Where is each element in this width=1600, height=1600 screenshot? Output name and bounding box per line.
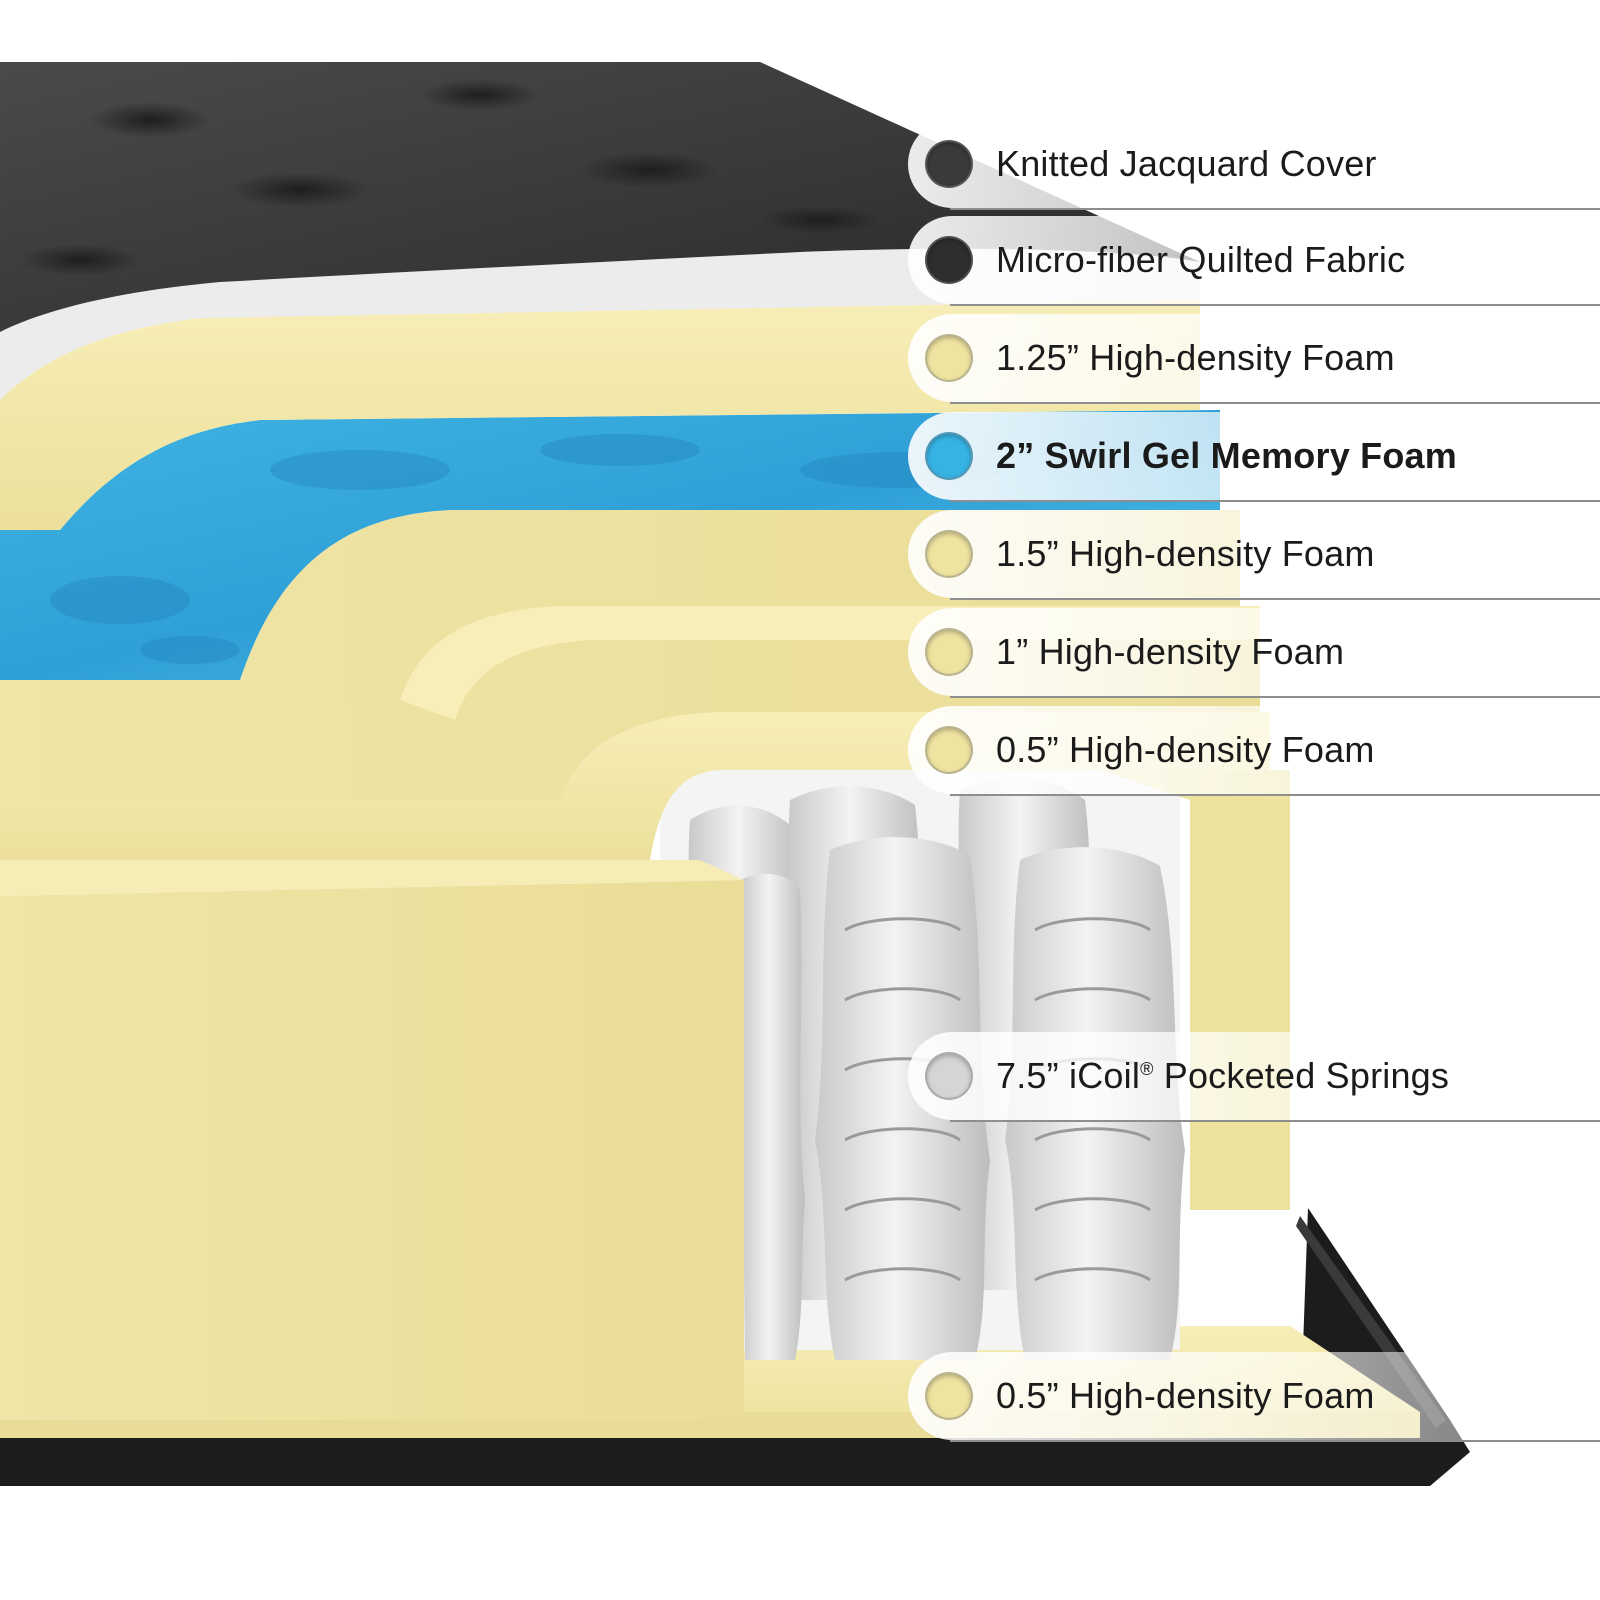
- swatch-yellow-icon: [925, 726, 973, 774]
- callout-divider: [950, 500, 1600, 502]
- callout-backdrop: [908, 216, 1600, 304]
- quilted-fabric-layer: [0, 245, 1200, 400]
- callout-backdrop: [908, 1352, 1600, 1440]
- callout-divider: [950, 208, 1600, 210]
- callout-label: 0.5” High-density Foam: [996, 1375, 1375, 1416]
- callout-foam05a: 0.5” High-density Foam: [0, 702, 1600, 802]
- callout-label: Knitted Jacquard Cover: [996, 143, 1377, 184]
- swatch-blue-icon: [925, 432, 973, 480]
- callout-label: Micro-fiber Quilted Fabric: [996, 239, 1406, 280]
- callout-backdrop: [908, 608, 1600, 696]
- callout-foam05b: 0.5” High-density Foam: [0, 1348, 1600, 1448]
- callout-label-main: 7.5” iCoil: [996, 1055, 1141, 1096]
- cover-quilt-dimples: [20, 79, 880, 276]
- swatch-charcoal-icon: [925, 236, 973, 284]
- callout-divider: [950, 1440, 1600, 1442]
- pocketed-springs: [688, 778, 1185, 1360]
- callout-divider: [950, 794, 1600, 796]
- callout-label: 1” High-density Foam: [996, 631, 1345, 672]
- callout-backdrop: [908, 510, 1600, 598]
- spring-front-1: [740, 874, 805, 1360]
- swatch-yellow-icon: [925, 628, 973, 676]
- callout-divider: [950, 1120, 1600, 1122]
- swatch-yellow-icon: [925, 334, 973, 382]
- callout-label-rest: Pocketed Springs: [1153, 1055, 1450, 1096]
- callout-fabric: Micro-fiber Quilted Fabric: [0, 212, 1600, 312]
- callout-divider: [950, 696, 1600, 698]
- callout-label: 2” Swirl Gel Memory Foam: [996, 435, 1457, 476]
- callout-label: 0.5” High-density Foam: [996, 729, 1375, 770]
- callout-foam125: 1.25” High-density Foam: [0, 310, 1600, 410]
- callout-label: 7.5” iCoil® Pocketed Springs: [996, 1056, 1449, 1096]
- foam-side-block: [0, 880, 744, 1420]
- callout-foam1: 1” High-density Foam: [0, 604, 1600, 704]
- callout-backdrop: [908, 1032, 1600, 1120]
- swatch-yellow-icon: [925, 530, 973, 578]
- callout-gel: 2” Swirl Gel Memory Foam: [0, 408, 1600, 508]
- callout-divider: [950, 598, 1600, 600]
- callout-backdrop: [908, 314, 1600, 402]
- callout-label: 1.25” High-density Foam: [996, 337, 1395, 378]
- registered-mark: ®: [1140, 1059, 1154, 1079]
- swatch-dark-gray-icon: [925, 140, 973, 188]
- callout-backdrop: [908, 706, 1600, 794]
- callout-springs: 7.5” iCoil® Pocketed Springs: [0, 1028, 1600, 1128]
- callout-backdrop: [908, 412, 1600, 500]
- foam-layer-125-arc: [0, 300, 1200, 530]
- knitted-jacquard-cover: [0, 62, 1200, 332]
- callout-cover: Knitted Jacquard Cover: [0, 116, 1600, 216]
- swatch-light-gray-icon: [925, 1052, 973, 1100]
- foam-side-block-top: [0, 860, 744, 896]
- callout-divider: [950, 402, 1600, 404]
- swatch-yellow-icon: [925, 1372, 973, 1420]
- spring-front-2: [815, 837, 990, 1360]
- callout-label: 1.5” High-density Foam: [996, 533, 1375, 574]
- callout-divider: [950, 304, 1600, 306]
- callout-foam15: 1.5” High-density Foam: [0, 506, 1600, 606]
- callout-backdrop: [908, 120, 1600, 208]
